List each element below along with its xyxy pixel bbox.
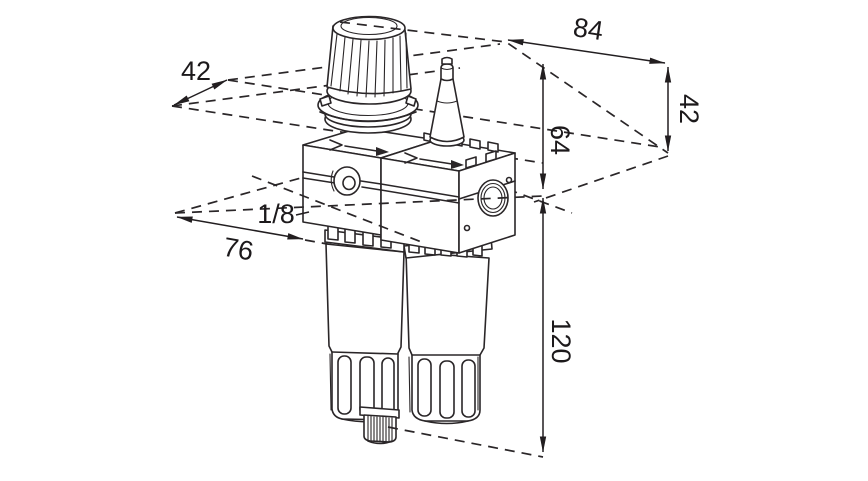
port-size-label: 1/8 [257,199,295,229]
dimension-labels: 42 84 42 64 120 76 1/8 [181,12,704,363]
dim-line-width-bottom [176,216,304,240]
dim-width-top-label: 84 [571,12,605,46]
dim-line-width-top [507,39,666,64]
dim-depth-top-label: 42 [181,56,211,86]
drain-valve [359,406,400,445]
dim-line-depth-top [173,79,228,106]
dimension-lines [173,39,672,453]
dim-width-bottom-label: 76 [221,232,256,267]
dim-height-lower-label: 120 [546,318,576,363]
frl-unit [302,15,516,445]
port-leader-line [295,211,310,216]
adjuster-cone [429,56,465,147]
filter-bowl [324,225,405,445]
lubricator-bowl [403,236,493,425]
dim-height-upper-label: 42 [674,94,704,124]
regulator-knob [326,15,412,105]
dim-height-mid-label: 64 [545,125,575,155]
lubricator-body-block [380,135,516,254]
construction-lines-front [174,21,669,458]
regulator-body-block [302,127,438,236]
